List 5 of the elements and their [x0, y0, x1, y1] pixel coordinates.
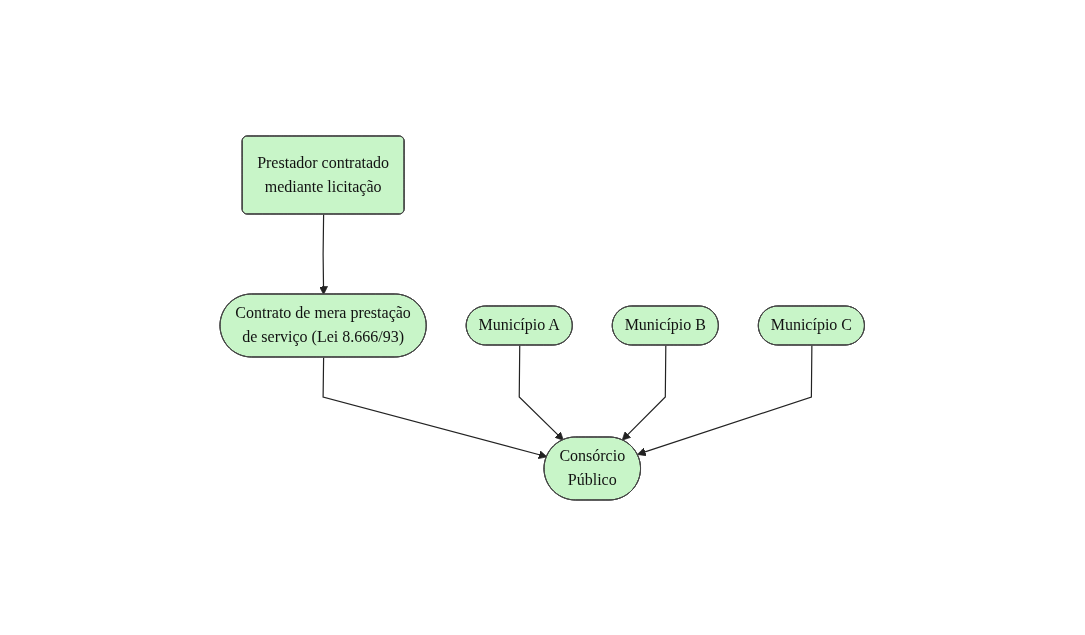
arrow — [319, 213, 329, 295]
arrow — [322, 356, 548, 459]
arrow — [637, 344, 813, 456]
arrow — [622, 344, 667, 441]
arrow — [518, 344, 564, 441]
